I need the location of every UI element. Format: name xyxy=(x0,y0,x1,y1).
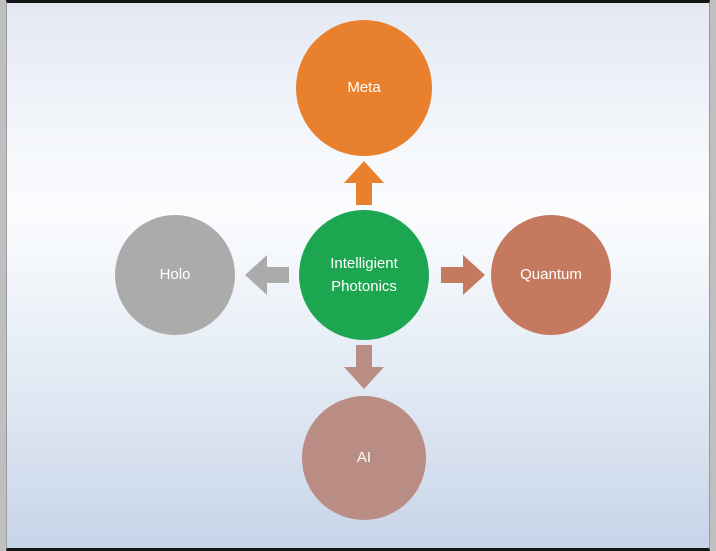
node-ai[interactable]: AI xyxy=(302,396,426,520)
node-quantum-label: Quantum xyxy=(520,266,582,284)
slide-background: Meta Holo Intelligient Photonics Quantum… xyxy=(6,0,710,551)
arrow-left-icon[interactable] xyxy=(245,255,289,295)
node-holo[interactable]: Holo xyxy=(115,215,235,335)
node-holo-label: Holo xyxy=(159,266,191,284)
node-ai-label: AI xyxy=(356,449,372,467)
node-meta-label: Meta xyxy=(347,79,381,97)
arrow-down-icon[interactable] xyxy=(344,345,384,389)
arrow-right-icon[interactable] xyxy=(441,255,485,295)
node-quantum[interactable]: Quantum xyxy=(491,215,611,335)
node-center-label-line1: Intelligient xyxy=(330,254,398,272)
node-center[interactable]: Intelligient Photonics xyxy=(299,210,429,340)
node-meta[interactable]: Meta xyxy=(296,20,432,156)
arrow-up-icon[interactable] xyxy=(344,161,384,205)
node-center-label-line2: Photonics xyxy=(331,278,397,295)
